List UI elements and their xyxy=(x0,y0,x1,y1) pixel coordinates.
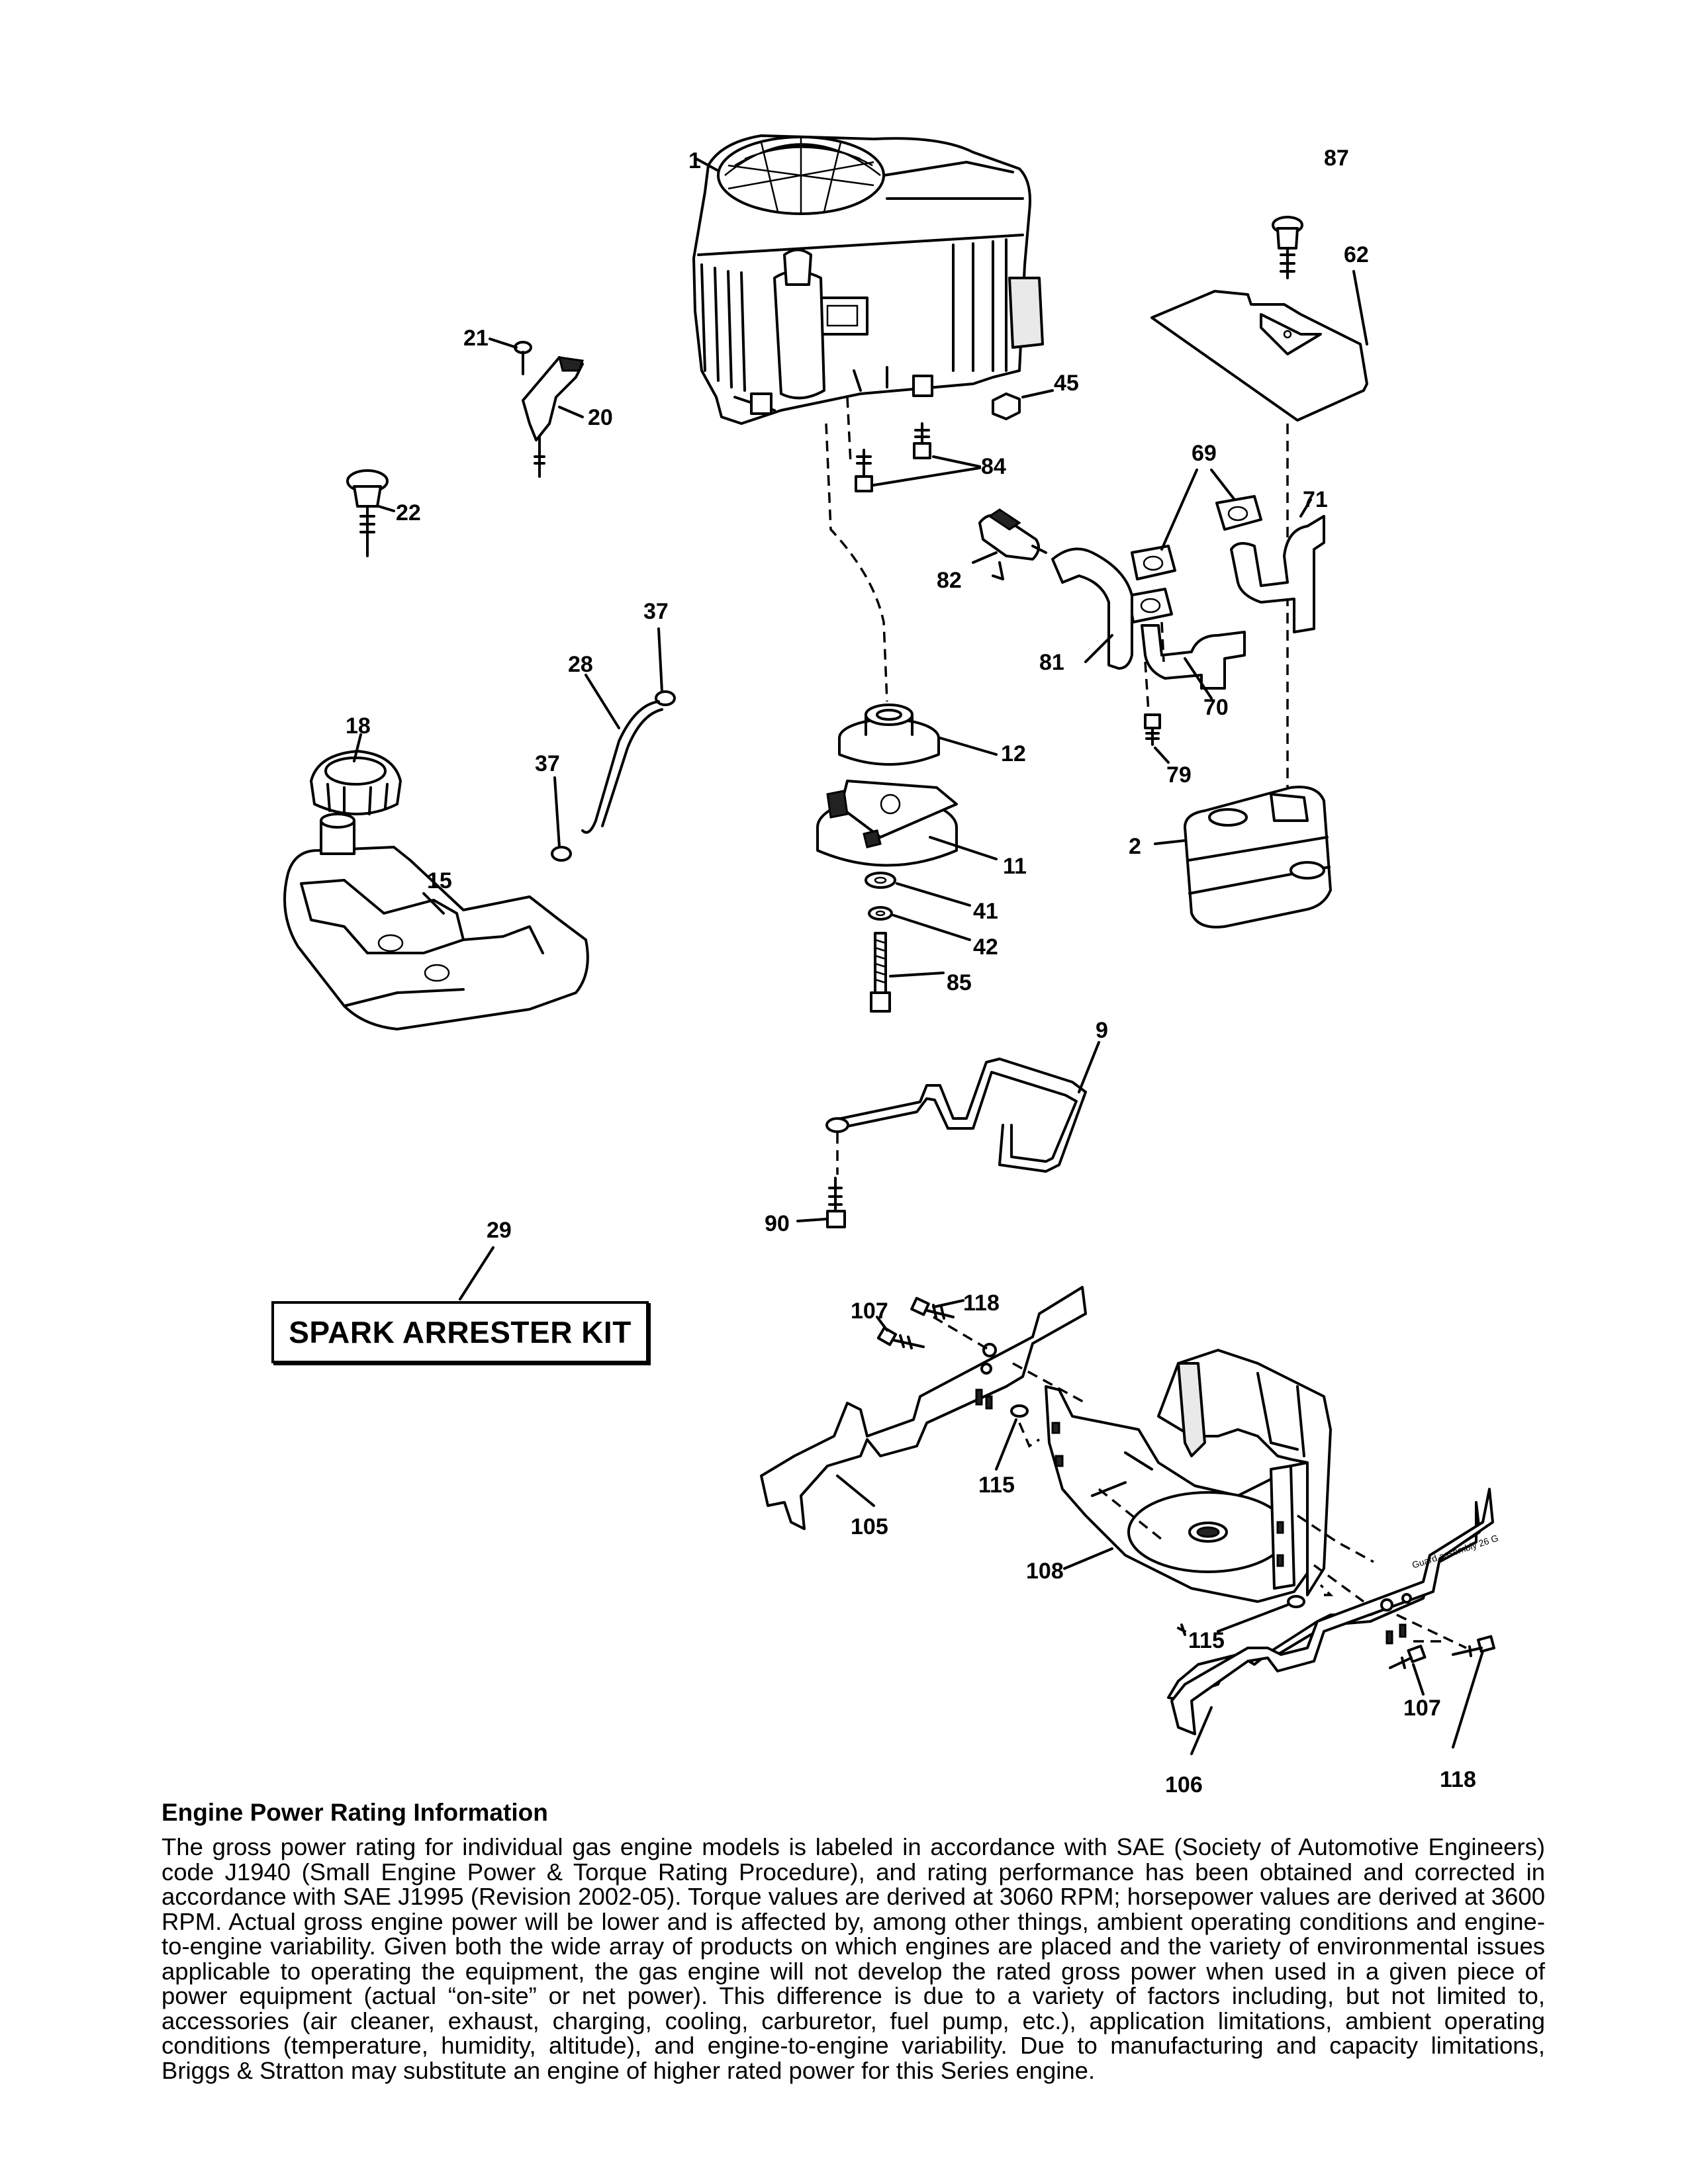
side-plate-part-106 xyxy=(1167,1488,1494,1755)
bolt-part-107-left xyxy=(876,1316,925,1349)
exhaust-pipe-part-70 xyxy=(1141,624,1246,700)
label-70: 70 xyxy=(1203,695,1229,720)
bracket-rod-part-9 xyxy=(825,1041,1100,1173)
label-41: 41 xyxy=(973,899,998,924)
label-18: 18 xyxy=(346,713,371,739)
label-79: 79 xyxy=(1166,762,1192,788)
label-106: 106 xyxy=(1165,1772,1203,1797)
bolt-part-118-right xyxy=(1452,1635,1495,1749)
washer-part-115-lower xyxy=(1177,1595,1305,1636)
label-108: 108 xyxy=(1026,1559,1064,1584)
label-107-left: 107 xyxy=(851,1298,888,1324)
label-90: 90 xyxy=(765,1211,790,1236)
label-28: 28 xyxy=(568,652,593,677)
label-21: 21 xyxy=(463,326,489,351)
kit-leader-part-29 xyxy=(459,1246,494,1300)
label-107-right: 107 xyxy=(1403,1696,1441,1721)
bolt-part-79 xyxy=(1144,713,1170,764)
label-62: 62 xyxy=(1344,242,1369,267)
washer-part-42 xyxy=(868,906,971,941)
hose-part-81 xyxy=(1051,547,1133,670)
part-number-labels: 1 87 62 21 20 45 84 22 69 71 82 81 37 28… xyxy=(346,146,1476,1797)
engine-power-rating-title: Engine Power Rating Information xyxy=(162,1799,548,1826)
label-85: 85 xyxy=(947,970,972,995)
screw-part-21 xyxy=(489,338,532,375)
label-71: 71 xyxy=(1303,487,1328,512)
label-9: 9 xyxy=(1096,1018,1108,1043)
label-29: 29 xyxy=(487,1218,512,1243)
heat-shield-part-62 xyxy=(1150,270,1368,422)
exhaust-pipe-part-71 xyxy=(1230,498,1325,633)
label-1: 1 xyxy=(688,148,701,173)
fuel-tank-part-15 xyxy=(283,813,589,1030)
label-37-upper: 37 xyxy=(643,599,669,624)
knob-part-87 xyxy=(1272,216,1303,279)
nut-part-45 xyxy=(992,389,1054,420)
label-42: 42 xyxy=(973,934,998,960)
washer-part-41 xyxy=(865,872,971,907)
label-22: 22 xyxy=(396,500,421,525)
pulley-part-12 xyxy=(838,704,998,766)
label-11: 11 xyxy=(1003,854,1027,879)
label-81: 81 xyxy=(1039,650,1064,675)
guard-part-108: Guard assembly 26 G xyxy=(1045,1349,1499,1603)
label-87: 87 xyxy=(1324,146,1349,171)
label-69: 69 xyxy=(1192,441,1217,466)
bolt-part-85 xyxy=(870,932,945,1013)
label-115-lower: 115 xyxy=(1188,1628,1225,1653)
washer-part-115-left xyxy=(995,1404,1029,1471)
label-82: 82 xyxy=(937,568,962,593)
label-20: 20 xyxy=(588,405,613,430)
label-118-right: 118 xyxy=(1440,1767,1476,1792)
label-15: 15 xyxy=(427,868,452,893)
label-37-lower: 37 xyxy=(535,751,560,776)
label-115-left: 115 xyxy=(978,1473,1015,1498)
fuel-cap-part-18 xyxy=(310,733,402,817)
exploded-parts-diagram: Guard assembly 26 G 1 87 62 xyxy=(283,134,1499,1797)
label-12: 12 xyxy=(1001,741,1026,766)
muffler-part-2 xyxy=(1154,786,1332,929)
gaskets-part-69 xyxy=(1127,469,1262,623)
clamp-part-37-upper xyxy=(655,627,676,706)
knob-part-22 xyxy=(346,469,395,557)
bolts-part-84 xyxy=(855,422,981,492)
bolt-part-107-right xyxy=(1389,1645,1427,1696)
switch-part-82 xyxy=(972,508,1047,580)
clutch-part-11 xyxy=(816,780,998,867)
bracket-part-20 xyxy=(522,356,584,478)
bolt-part-90 xyxy=(796,1177,846,1228)
spark-arrester-kit-box: SPARK ARRESTER KIT xyxy=(271,1301,649,1363)
label-118-left: 118 xyxy=(963,1291,1000,1316)
bolt-part-118-left xyxy=(910,1297,964,1320)
label-2: 2 xyxy=(1129,834,1141,859)
engine-power-rating-text: The gross power rating for individual ga… xyxy=(162,1833,1545,2084)
label-84: 84 xyxy=(981,454,1006,479)
clamp-part-37-lower xyxy=(551,776,572,862)
engine-part-1 xyxy=(692,134,1044,425)
label-45: 45 xyxy=(1054,371,1079,396)
side-plate-part-105 xyxy=(760,1286,1087,1530)
hose-part-28 xyxy=(581,674,663,834)
label-105: 105 xyxy=(851,1514,888,1539)
